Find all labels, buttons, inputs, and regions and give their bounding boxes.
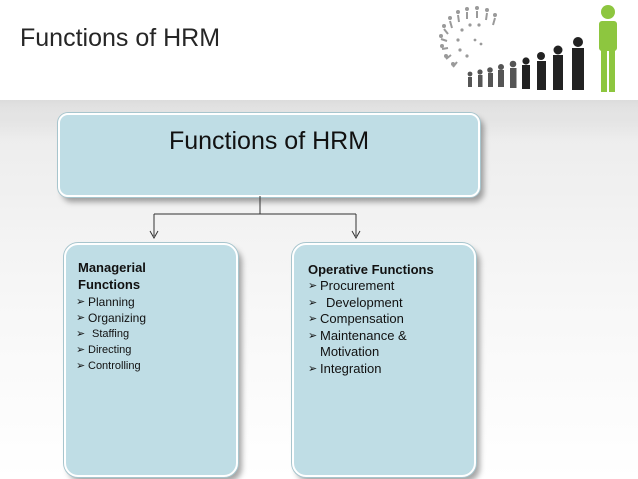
operative-functions-heading: Operative Functions <box>308 262 434 277</box>
arrowhead-bullet-icon: ➢ <box>76 360 86 372</box>
list-item: ➢Compensation <box>308 311 404 326</box>
managerial-functions-list: ➢Planning ➢Organizing ➢Staffing ➢Directi… <box>76 294 146 374</box>
list-item: ➢Development <box>308 294 403 310</box>
arrowhead-bullet-icon: ➢ <box>76 344 86 356</box>
managerial-functions-box: Managerial Functions ➢Planning ➢Organizi… <box>64 243 238 477</box>
list-item: ➢Procurement <box>308 278 395 293</box>
list-item: ➢Maintenance & Motivation <box>308 327 407 360</box>
arrowhead-bullet-icon: ➢ <box>308 296 318 309</box>
list-item: ➢Integration <box>308 360 382 376</box>
top-box-title: Functions of HRM <box>168 127 370 155</box>
list-item: ➢Controlling <box>76 360 141 372</box>
arrowhead-bullet-icon: ➢ <box>308 329 318 342</box>
arrowhead-bullet-icon: ➢ <box>308 280 318 292</box>
people-figures-icon <box>439 5 617 92</box>
list-item: ➢Directing <box>76 344 132 356</box>
operative-functions-box: Operative Functions ➢Procurement ➢Develo… <box>292 243 476 477</box>
arrowhead-bullet-icon: ➢ <box>308 313 318 325</box>
list-item: ➢Staffing <box>76 328 130 340</box>
managerial-functions-heading: Managerial Functions <box>78 260 146 292</box>
header-band <box>0 0 638 100</box>
arrowhead-bullet-icon: ➢ <box>76 296 86 308</box>
arrowhead-bullet-icon: ➢ <box>308 362 318 375</box>
arrowhead-bullet-icon: ➢ <box>76 312 86 324</box>
slide-title: Functions of HRM <box>20 24 221 52</box>
list-item: ➢Planning <box>76 295 135 309</box>
arrowhead-bullet-icon: ➢ <box>76 328 86 340</box>
list-item: ➢Organizing <box>76 311 147 325</box>
top-box: Functions of HRM <box>58 113 480 197</box>
operative-functions-list: ➢Procurement ➢Development ➢Compensation … <box>308 278 468 377</box>
